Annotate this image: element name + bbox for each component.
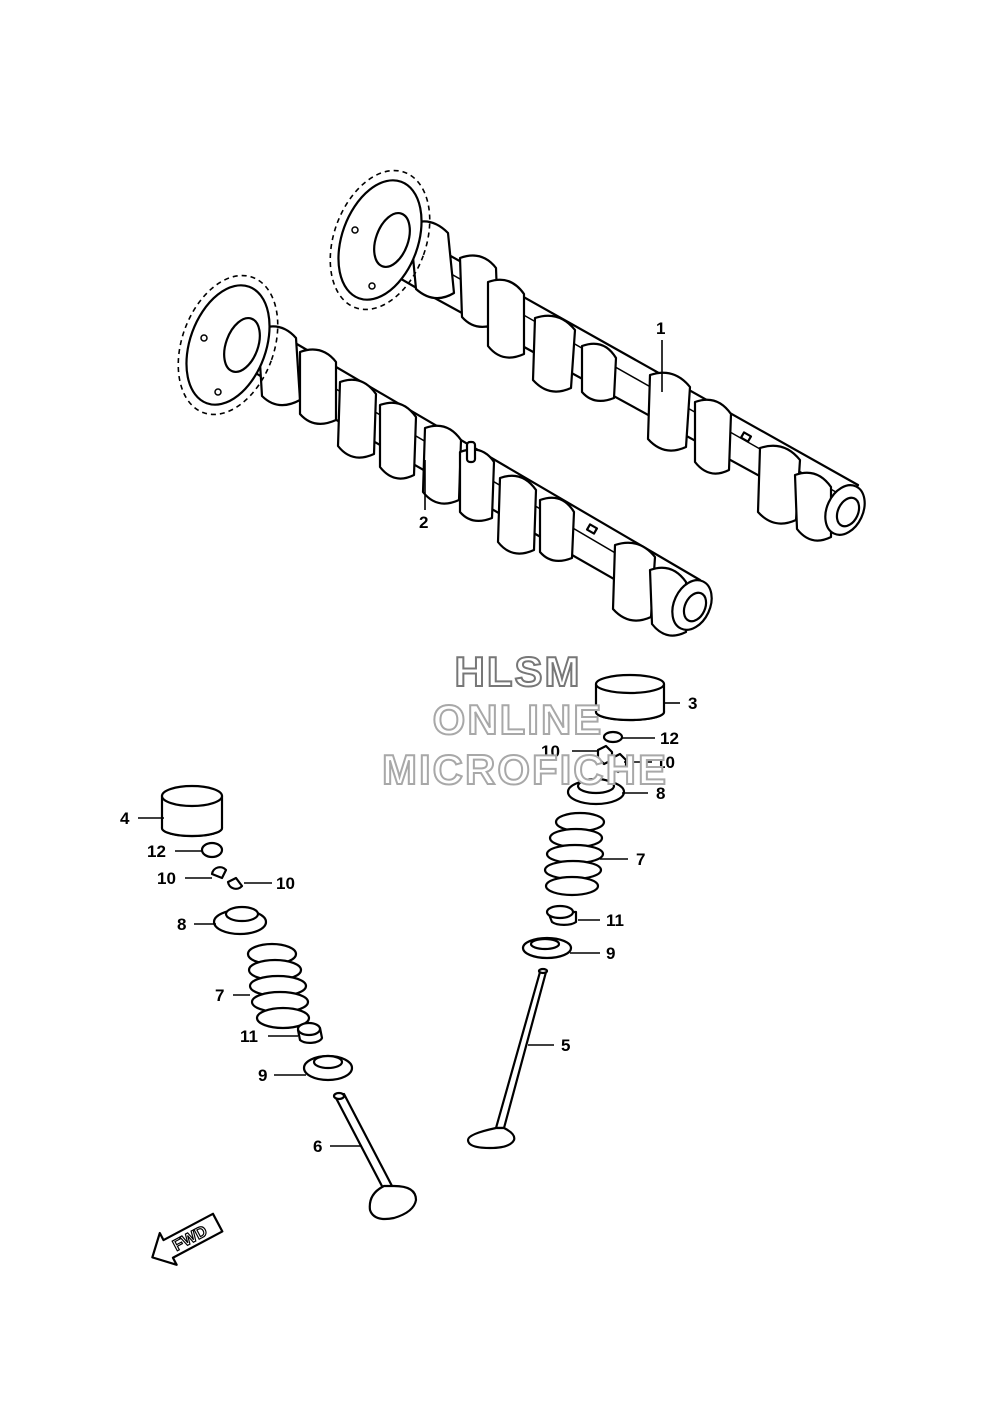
retainer-8-right[interactable] [566, 777, 626, 806]
callout-8-left: 8 [177, 915, 186, 934]
valve-6[interactable] [332, 1091, 418, 1221]
callout-8-right: 8 [656, 784, 665, 803]
tappet-4[interactable] [160, 784, 224, 838]
callout-10-a: 10 [541, 742, 560, 761]
watermark: HLSM ONLINE MICROFICHE [381, 647, 668, 794]
callout-9-right: 9 [606, 944, 615, 963]
seat-9-left[interactable] [302, 1054, 354, 1082]
shim-12-left[interactable] [200, 841, 224, 859]
callout-7-right: 7 [636, 850, 645, 869]
leader-lines [138, 340, 680, 1147]
seat-9-right[interactable] [521, 936, 573, 960]
callout-5: 5 [561, 1036, 570, 1055]
watermark-line-3: MICROFICHE [382, 746, 668, 793]
fwd-arrow-icon: FWD [151, 1212, 224, 1266]
watermark-line-2: ONLINE [433, 696, 604, 743]
callout-6: 6 [313, 1137, 322, 1156]
callout-10-d: 10 [276, 874, 295, 893]
spring-7-right[interactable] [543, 811, 606, 897]
callout-1: 1 [656, 319, 665, 338]
callout-10-b: 10 [656, 753, 675, 772]
shim-12-right[interactable] [602, 730, 624, 744]
callout-11-right: 11 [606, 911, 624, 930]
callout-4: 4 [120, 809, 130, 828]
spring-7-left[interactable] [246, 942, 311, 1030]
tappet-3[interactable] [594, 673, 666, 722]
callout-12-right: 12 [660, 729, 679, 748]
callout-2: 2 [419, 513, 428, 532]
callout-12-left: 12 [147, 842, 166, 861]
callout-10-c: 10 [157, 869, 176, 888]
cotter-10-right[interactable] [596, 744, 628, 774]
cotter-10-left[interactable] [210, 866, 244, 890]
callout-7-left: 7 [215, 986, 224, 1005]
camshaft-1[interactable] [312, 157, 872, 542]
watermark-line-1: HLSM [455, 648, 582, 695]
retainer-8-left[interactable] [212, 905, 268, 936]
camshaft-2[interactable] [160, 262, 719, 637]
callout-3: 3 [688, 694, 697, 713]
seal-11-left[interactable] [296, 1021, 324, 1044]
callout-9-left: 9 [258, 1066, 267, 1085]
seal-11-right[interactable] [545, 904, 578, 927]
callout-labels: 1 2 3 4 5 6 7 7 8 8 9 9 10 10 10 10 11 1… [120, 319, 697, 1156]
callout-11-left: 11 [240, 1027, 258, 1046]
valve-5[interactable] [466, 967, 549, 1150]
